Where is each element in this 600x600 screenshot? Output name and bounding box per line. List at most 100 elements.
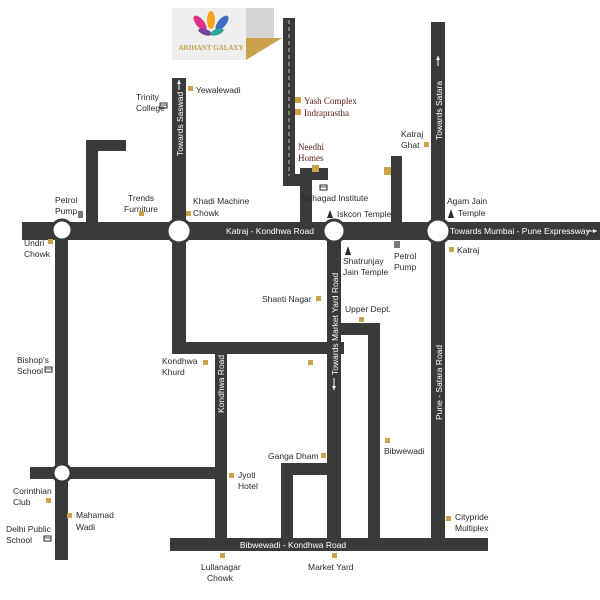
arrow-down-icon: [332, 378, 336, 390]
landmark-lullanagar-line2: Chowk: [207, 573, 234, 583]
landmark-agam-line1: Agam Jain: [447, 196, 487, 206]
landmark-bibwewadi: Bibwewadi: [384, 446, 425, 456]
landmark-indraprastha: Indraprastha: [304, 108, 349, 118]
road-left-vertical: [55, 230, 68, 560]
landmark-marker: [385, 438, 390, 443]
label-towards-saswad: Towards Saswad: [175, 91, 185, 156]
fuel-icon: [394, 241, 400, 248]
road-upper-dept-vertical: [368, 323, 380, 545]
roundabouts: [50, 217, 452, 484]
landmark-petrol-pump-right-line2: Pump: [394, 262, 416, 272]
label-kondhwa-road: Kondhwa Road: [216, 355, 226, 413]
school-icon: [319, 184, 328, 191]
landmark-marker: [229, 473, 234, 478]
landmark-kondhwa-khurd-line2: Khurd: [162, 367, 185, 377]
landmark-marker: [316, 296, 321, 301]
landmark-katraj: Katraj: [457, 245, 479, 255]
landmark-mahamad-line1: Mahamad: [76, 510, 114, 520]
landmark-agam-line2: Temple: [458, 208, 486, 218]
road-hook-vertical: [86, 140, 98, 232]
landmark-marker: [321, 453, 326, 458]
landmark-marker: [449, 247, 454, 252]
landmark-katraj-ghat-line1: Katraj: [401, 129, 423, 139]
landmark-marker: [48, 239, 53, 244]
roundabout-katraj: [424, 217, 452, 245]
roundabout-corinthian: [51, 462, 73, 484]
road-saswad: [172, 78, 186, 352]
landmark-marker: [67, 513, 72, 518]
landmark-marker: [139, 211, 144, 216]
road-mid-horizontal: [172, 342, 344, 354]
road-ganga-dham-vertical: [281, 463, 293, 545]
landmark-market-yard: Market Yard: [308, 562, 354, 572]
landmark-dps-line2: School: [6, 535, 32, 545]
arrow-right-icon: [587, 229, 597, 233]
landmark-yewalewadi: Yewalewadi: [196, 85, 241, 95]
road-corinthian: [30, 467, 227, 479]
landmark-marker: [424, 142, 429, 147]
fuel-icon: [78, 211, 83, 218]
roundabout-undri: [50, 218, 74, 242]
landmark-petrol-pump-left-line2: Pump: [55, 206, 77, 216]
landmarks: Yewalewadi Trinity College Yash Complex …: [6, 85, 489, 583]
landmark-upper-dept: Upper Dept.: [345, 304, 391, 314]
landmark-kondhwa-khurd-line1: Kondhwa: [162, 356, 198, 366]
landmark-shatrunjay-line2: Jain Temple: [343, 267, 388, 277]
landmark-marker: [203, 360, 208, 365]
landmark-marker: [188, 86, 193, 91]
landmark-dps-line1: Delhi Public: [6, 524, 52, 534]
landmark-jyoti-line2: Hotel: [238, 481, 258, 491]
landmark-trends-line1: Trends: [128, 193, 154, 203]
road-labels: Katraj - Kondhwa Road Towards Mumbai - P…: [175, 56, 597, 550]
label-towards-satara: Towards Satara: [434, 81, 444, 140]
landmark-marker: [359, 317, 364, 322]
road-approach-bend: [283, 174, 312, 230]
landmark-petrol-pump-left-line1: Petrol: [55, 195, 77, 205]
landmark-citypride-line1: Citypride: [455, 512, 489, 522]
road-pune-satara: [431, 22, 445, 542]
road-ganga-dham-horizontal: [281, 463, 334, 475]
road-needhi-link: [300, 168, 328, 180]
landmark-marker: [446, 516, 451, 521]
landmark-needhi-line1: Needhi: [298, 142, 324, 152]
landmark-corinthian-line1: Corinthian: [13, 486, 52, 496]
road-hook-horizontal: [86, 140, 126, 151]
flower-icon: [193, 11, 229, 36]
landmark-marker: [308, 360, 313, 365]
landmark-undri-line1: Undri: [24, 238, 44, 248]
landmark-khadi-line2: Chowk: [193, 208, 220, 218]
landmark-trends-line2: Furniture: [124, 204, 158, 214]
label-katraj-kondhwa-road: Katraj - Kondhwa Road: [226, 226, 314, 236]
landmark-marker: [384, 167, 391, 175]
school-icon: [43, 535, 52, 542]
landmark-marker: [332, 553, 337, 558]
logo-shadow: [246, 8, 274, 38]
label-towards-market-yard: Towards Market Yard Road: [330, 273, 340, 375]
road-katraj-ghat-stub: [391, 156, 402, 230]
label-pune-satara-road: Pune - Satara Road: [434, 345, 444, 420]
landmark-corinthian-line2: Club: [13, 497, 31, 507]
temple-icon: [448, 209, 454, 218]
landmark-trinity-line2: College: [136, 103, 165, 113]
roundabout-iskcon: [321, 218, 347, 244]
label-bibwewadi-kondhwa-road: Bibwewadi - Kondhwa Road: [240, 540, 347, 550]
landmark-mahamad-line2: Wadi: [76, 522, 95, 532]
landmark-bishops-line1: Bishop's: [17, 355, 49, 365]
landmark-lullanagar-line1: Lullanagar: [201, 562, 241, 572]
landmark-yash-complex: Yash Complex: [304, 96, 357, 106]
landmark-marker: [186, 211, 191, 216]
arrow-up-icon: [436, 56, 440, 66]
brand-logo: ARIHANT GALAXY: [172, 8, 282, 60]
landmark-ganga-dham: Ganga Dham: [268, 451, 319, 461]
landmark-shatrunjay-line1: Shatrunjay: [343, 256, 384, 266]
landmark-trinity-line1: Trinity: [136, 92, 160, 102]
school-icon: [159, 102, 168, 109]
landmark-undri-line2: Chowk: [24, 249, 51, 259]
landmark-citypride-line2: Multiplex: [455, 523, 489, 533]
landmark-marker: [46, 498, 51, 503]
label-towards-mumbai: Towards Mumbai - Pune Expressway: [450, 226, 591, 236]
landmark-katraj-ghat-line2: Ghat: [401, 140, 420, 150]
temple-icon: [327, 210, 333, 218]
landmark-needhi-line2: Homes: [298, 153, 324, 163]
